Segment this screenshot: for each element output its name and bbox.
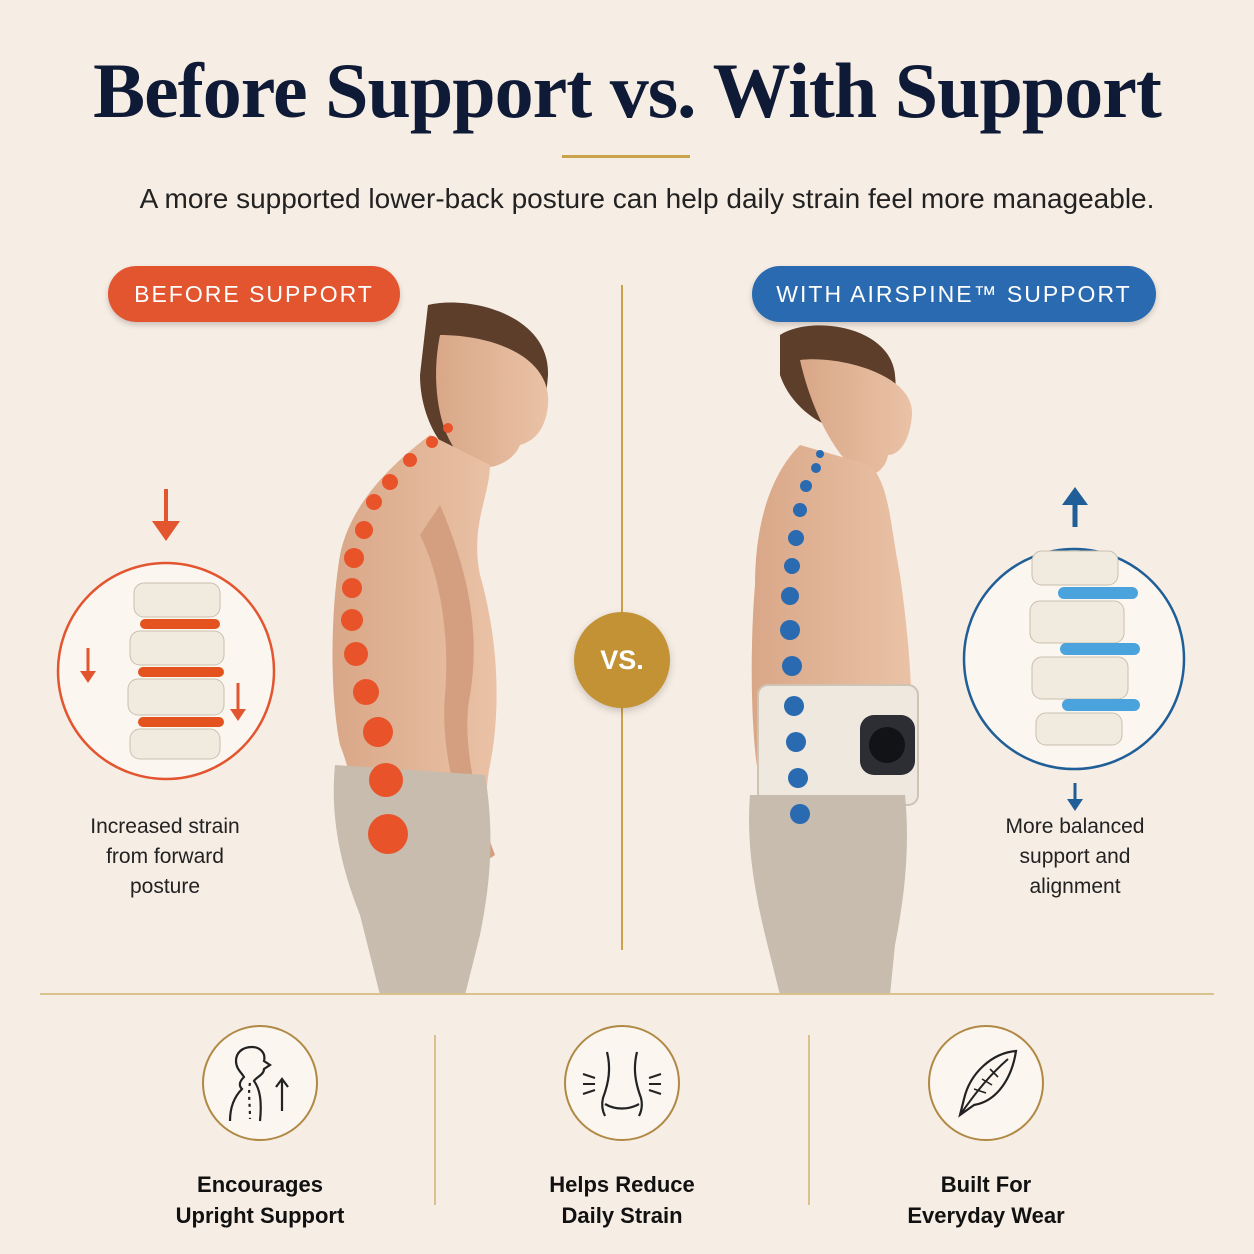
page-title: Before Support vs. With Support: [93, 47, 1162, 134]
with-support-badge: WITH AIRSPINE™ SUPPORT: [752, 266, 1156, 322]
before-caption: Increased strain from forward posture: [90, 815, 240, 898]
page-subtitle: A more supported lower-back posture can …: [139, 183, 1155, 214]
feature-divider: [808, 1035, 810, 1205]
title-divider: [562, 155, 690, 158]
posture-spine-icon: [202, 1025, 318, 1141]
with-vertebrae-inset: [962, 483, 1188, 818]
before-spine-dots: [340, 420, 460, 865]
before-vertebrae-inset: [54, 483, 278, 788]
before-support-badge: BEFORE SUPPORT: [108, 266, 400, 322]
feature-upright-support: Encourages Upright Support: [130, 1025, 390, 1231]
with-spine-dots: [778, 448, 838, 833]
waist-strain-icon: [564, 1025, 680, 1141]
feature-reduce-strain: Helps Reduce Daily Strain: [492, 1025, 752, 1231]
with-caption: More balanced support and alignment: [1005, 815, 1145, 898]
section-divider: [40, 993, 1214, 995]
with-support-figure: [740, 315, 940, 1000]
feather-icon: [928, 1025, 1044, 1141]
feature-divider: [434, 1035, 436, 1205]
vs-badge: VS.: [574, 612, 670, 708]
feature-everyday-wear: Built For Everyday Wear: [856, 1025, 1116, 1231]
